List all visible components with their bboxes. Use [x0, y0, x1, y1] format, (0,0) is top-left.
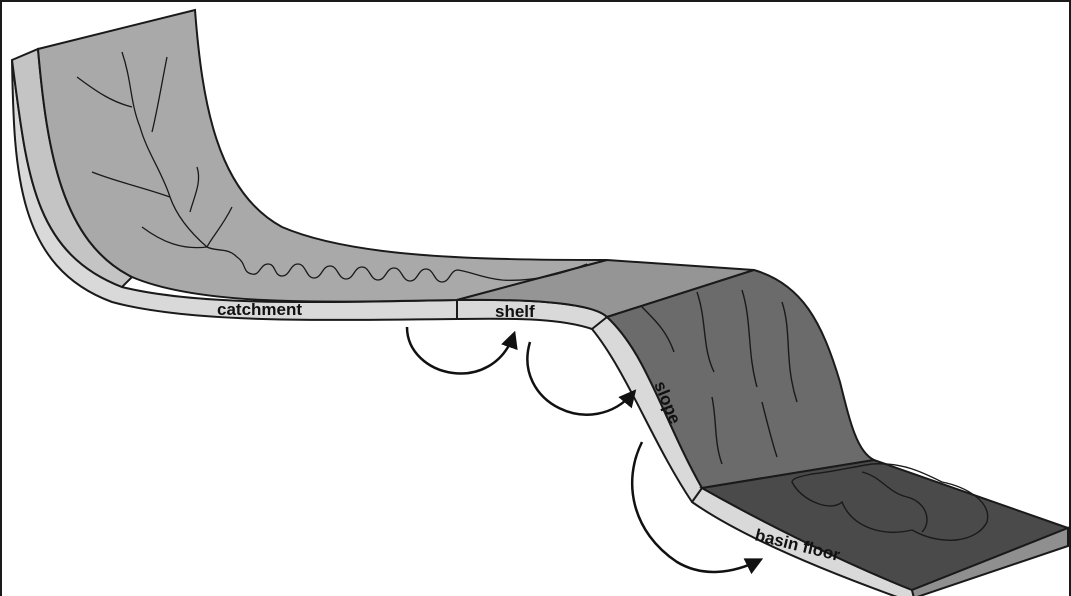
- label-shelf: shelf: [495, 302, 535, 321]
- catchment-surface: [38, 10, 607, 302]
- label-catchment: catchment: [217, 300, 302, 319]
- arrow-catchment-to-shelf: [407, 327, 514, 373]
